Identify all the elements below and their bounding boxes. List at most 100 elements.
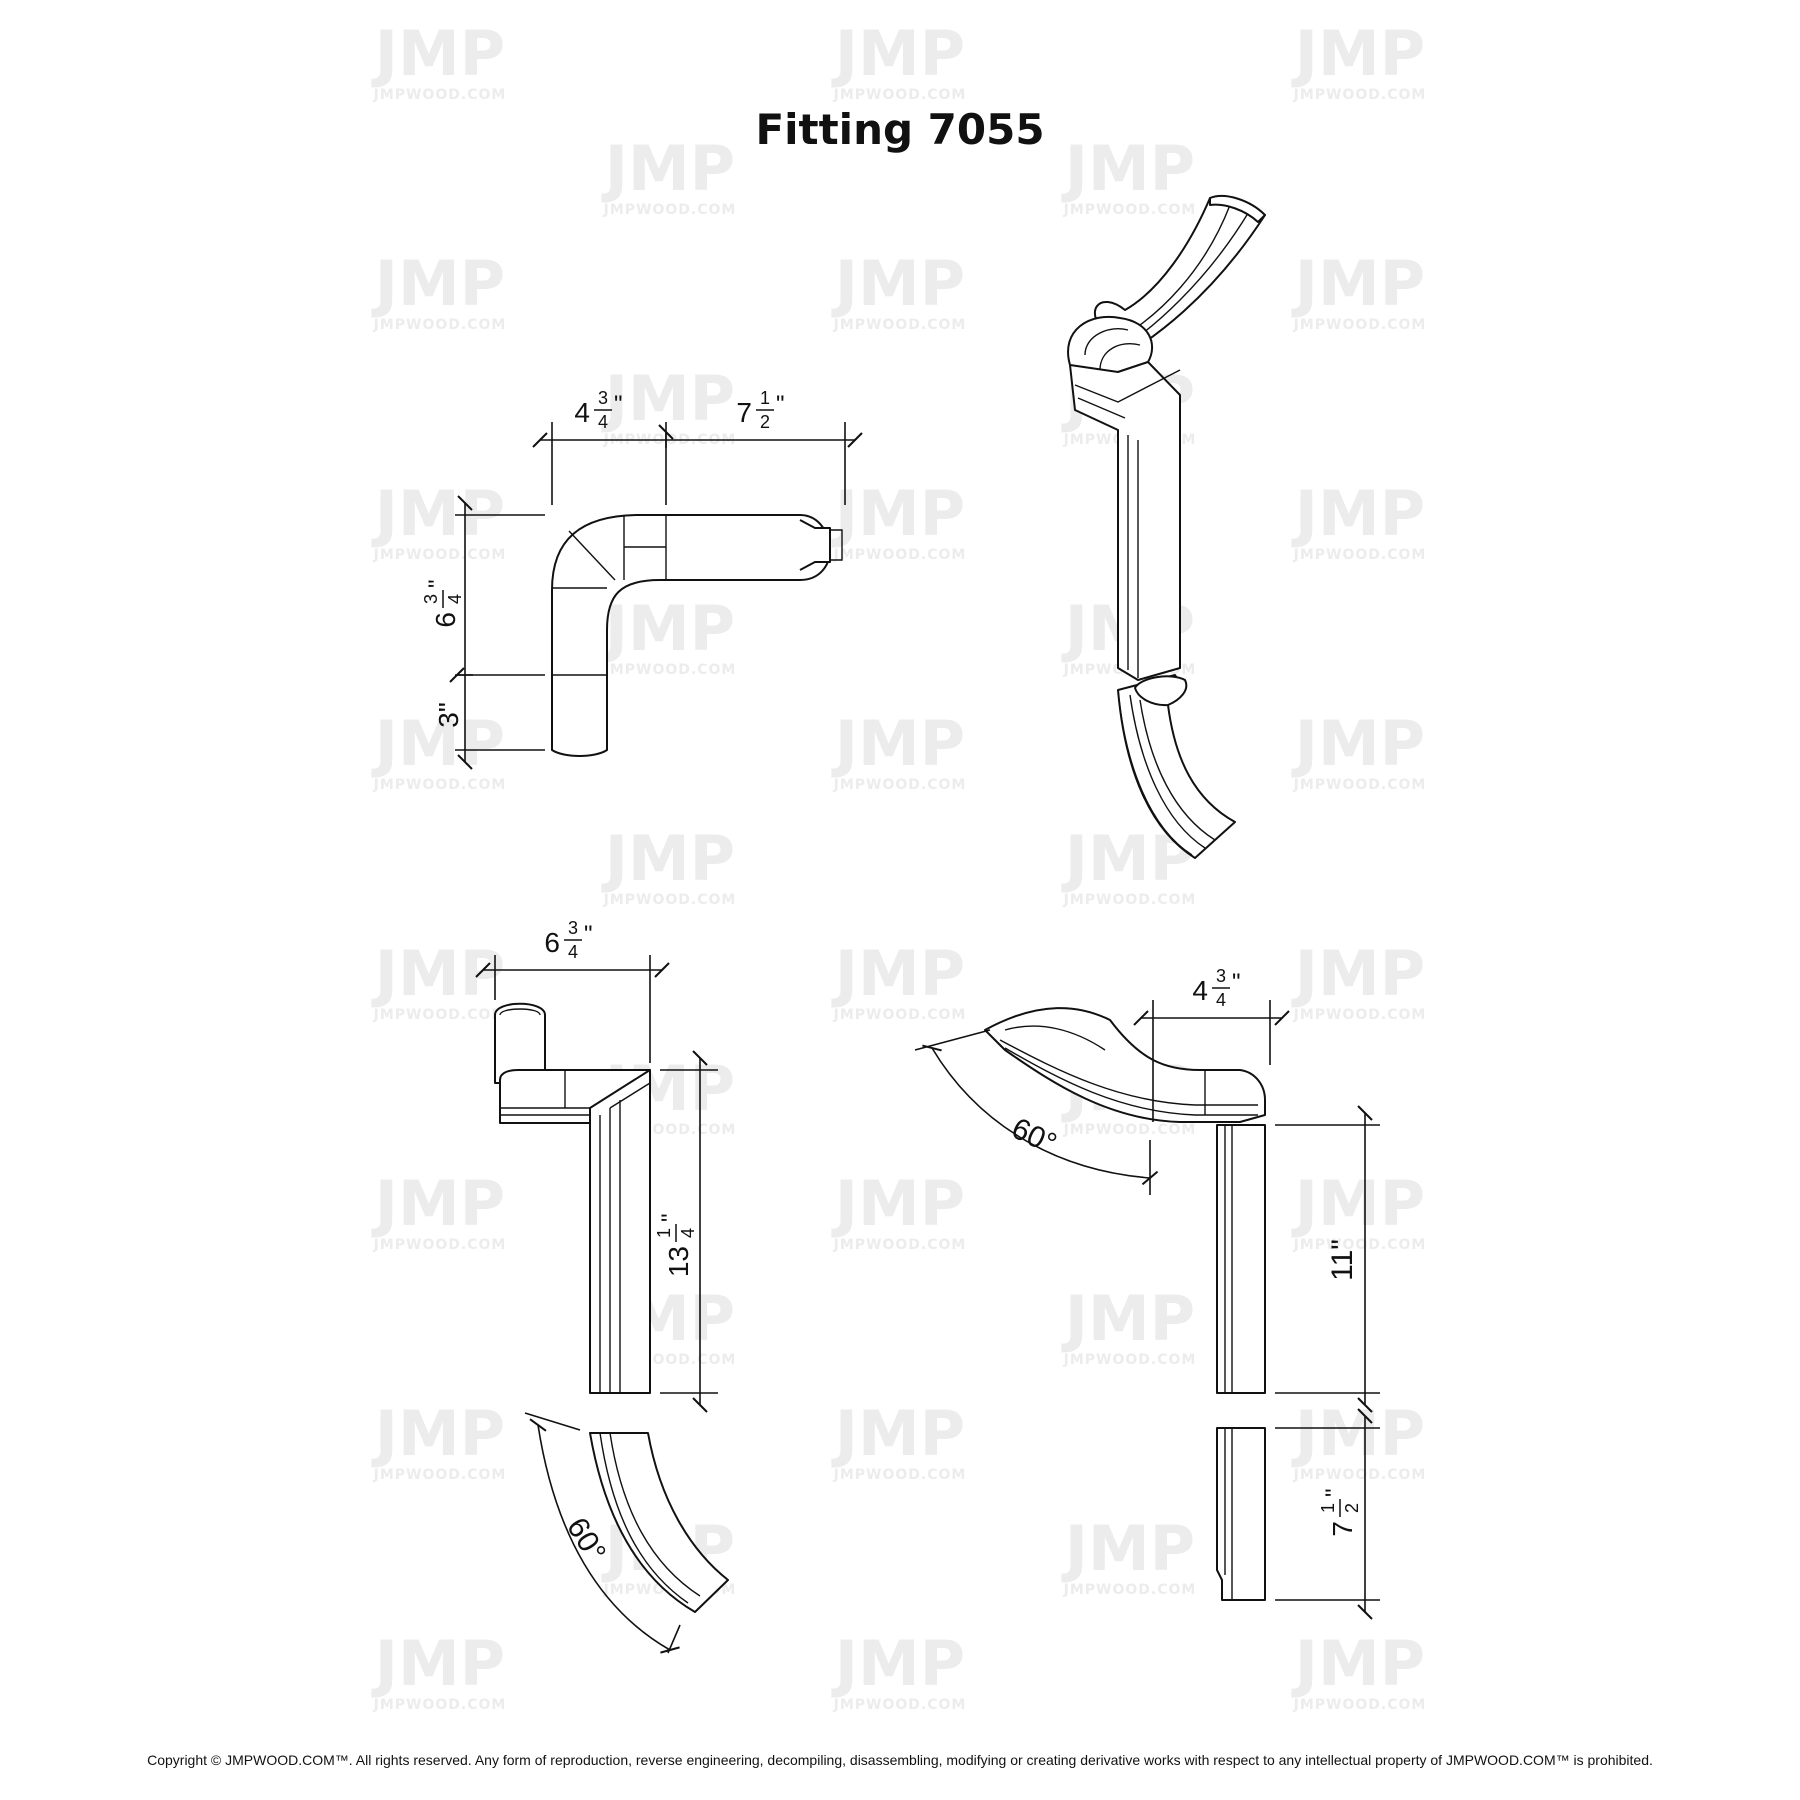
svg-text:JMPWOOD.COM: JMPWOOD.COM (603, 202, 737, 218)
svg-text:JMP: JMP (831, 1167, 965, 1240)
svg-text:JMP: JMP (371, 247, 505, 320)
side-view: 4 3 4 " 60° 11" 7 1 2 " (914, 966, 1380, 1620)
svg-text:JMPWOOD.COM: JMPWOOD.COM (1293, 87, 1427, 103)
svg-text:JMP: JMP (371, 477, 505, 550)
page-title: Fitting 7055 (755, 105, 1044, 154)
svg-text:JMP: JMP (371, 1397, 505, 1470)
svg-text:JMPWOOD.COM: JMPWOOD.COM (833, 1237, 967, 1253)
plan-dim-top-right: 7 1 2 " (736, 388, 784, 432)
svg-text:JMP: JMP (371, 937, 505, 1010)
dim-whole: 7 (1327, 1521, 1358, 1537)
svg-text:JMPWOOD.COM: JMPWOOD.COM (1063, 892, 1197, 908)
svg-text:JMP: JMP (601, 132, 735, 205)
plan-view-part (551, 514, 843, 757)
svg-text:JMP: JMP (1061, 132, 1195, 205)
svg-text:JMP: JMP (1291, 17, 1425, 90)
svg-text:JMP: JMP (831, 1397, 965, 1470)
svg-text:JMP: JMP (831, 707, 965, 780)
plan-dim-side-lower: 3" (433, 702, 464, 728)
dim-numerator: 1 (654, 1228, 674, 1238)
svg-text:JMP: JMP (831, 17, 965, 90)
dim-denominator: 4 (598, 412, 608, 432)
svg-text:JMPWOOD.COM: JMPWOOD.COM (373, 317, 507, 333)
dim-whole: 4 (574, 397, 590, 428)
dim-unit: " (614, 391, 623, 418)
side-dim-height-upper: 11" (1326, 1239, 1359, 1281)
svg-text:JMPWOOD.COM: JMPWOOD.COM (1293, 1697, 1427, 1713)
svg-text:JMPWOOD.COM: JMPWOOD.COM (833, 87, 967, 103)
dim-denominator: 2 (1342, 1503, 1362, 1513)
svg-text:JMPWOOD.COM: JMPWOOD.COM (373, 777, 507, 793)
dim-whole: 6 (430, 612, 461, 628)
front-dim-height: 13 1 4 " (654, 1213, 698, 1277)
watermark-layer: JMPJMPWOOD.COMJMPJMPWOOD.COMJMPJMPWOOD.C… (371, 17, 1427, 1713)
dim-unit: " (584, 921, 593, 948)
dim-whole: 13 (663, 1246, 694, 1277)
svg-text:JMP: JMP (1291, 707, 1425, 780)
svg-text:JMP: JMP (601, 362, 735, 435)
svg-text:JMPWOOD.COM: JMPWOOD.COM (833, 1007, 967, 1023)
svg-text:JMPWOOD.COM: JMPWOOD.COM (1293, 1237, 1427, 1253)
svg-text:JMPWOOD.COM: JMPWOOD.COM (833, 1697, 967, 1713)
svg-text:JMP: JMP (1291, 1397, 1425, 1470)
dim-numerator: 3 (598, 388, 608, 408)
dim-numerator: 3 (568, 918, 578, 938)
dim-whole: 4 (1192, 975, 1208, 1006)
dim-denominator: 4 (1216, 990, 1226, 1010)
svg-text:JMP: JMP (1291, 937, 1425, 1010)
dim-denominator: 4 (568, 942, 578, 962)
svg-text:JMPWOOD.COM: JMPWOOD.COM (373, 1467, 507, 1483)
iso-view (1067, 195, 1266, 859)
dim-numerator: 1 (1318, 1503, 1338, 1513)
svg-text:JMP: JMP (831, 1627, 965, 1700)
svg-text:JMPWOOD.COM: JMPWOOD.COM (373, 1697, 507, 1713)
svg-text:JMPWOOD.COM: JMPWOOD.COM (1063, 1122, 1197, 1138)
dim-unit: " (776, 391, 785, 418)
svg-text:JMPWOOD.COM: JMPWOOD.COM (1063, 202, 1197, 218)
plan-dim-top-left: 4 3 4 " (574, 388, 622, 432)
dim-whole: 7 (736, 397, 752, 428)
svg-text:JMPWOOD.COM: JMPWOOD.COM (1063, 1582, 1197, 1598)
svg-text:JMPWOOD.COM: JMPWOOD.COM (373, 547, 507, 563)
svg-text:JMP: JMP (601, 822, 735, 895)
svg-text:JMP: JMP (371, 707, 505, 780)
svg-text:JMP: JMP (1291, 1167, 1425, 1240)
svg-text:JMPWOOD.COM: JMPWOOD.COM (373, 87, 507, 103)
dim-unit: " (1232, 969, 1241, 996)
svg-text:JMPWOOD.COM: JMPWOOD.COM (373, 1007, 507, 1023)
svg-text:JMP: JMP (371, 1167, 505, 1240)
dim-denominator: 4 (445, 594, 465, 604)
side-dim-top: 4 3 4 " (1192, 966, 1240, 1010)
svg-text:JMP: JMP (1291, 477, 1425, 550)
svg-text:JMP: JMP (1061, 1282, 1195, 1355)
svg-text:JMP: JMP (1061, 1512, 1195, 1585)
svg-text:JMPWOOD.COM: JMPWOOD.COM (373, 1237, 507, 1253)
svg-text:JMPWOOD.COM: JMPWOOD.COM (833, 1467, 967, 1483)
front-dim-top: 6 3 4 " (544, 918, 592, 962)
copyright-footer: Copyright © JMPWOOD.COM™. All rights res… (147, 1752, 1653, 1768)
